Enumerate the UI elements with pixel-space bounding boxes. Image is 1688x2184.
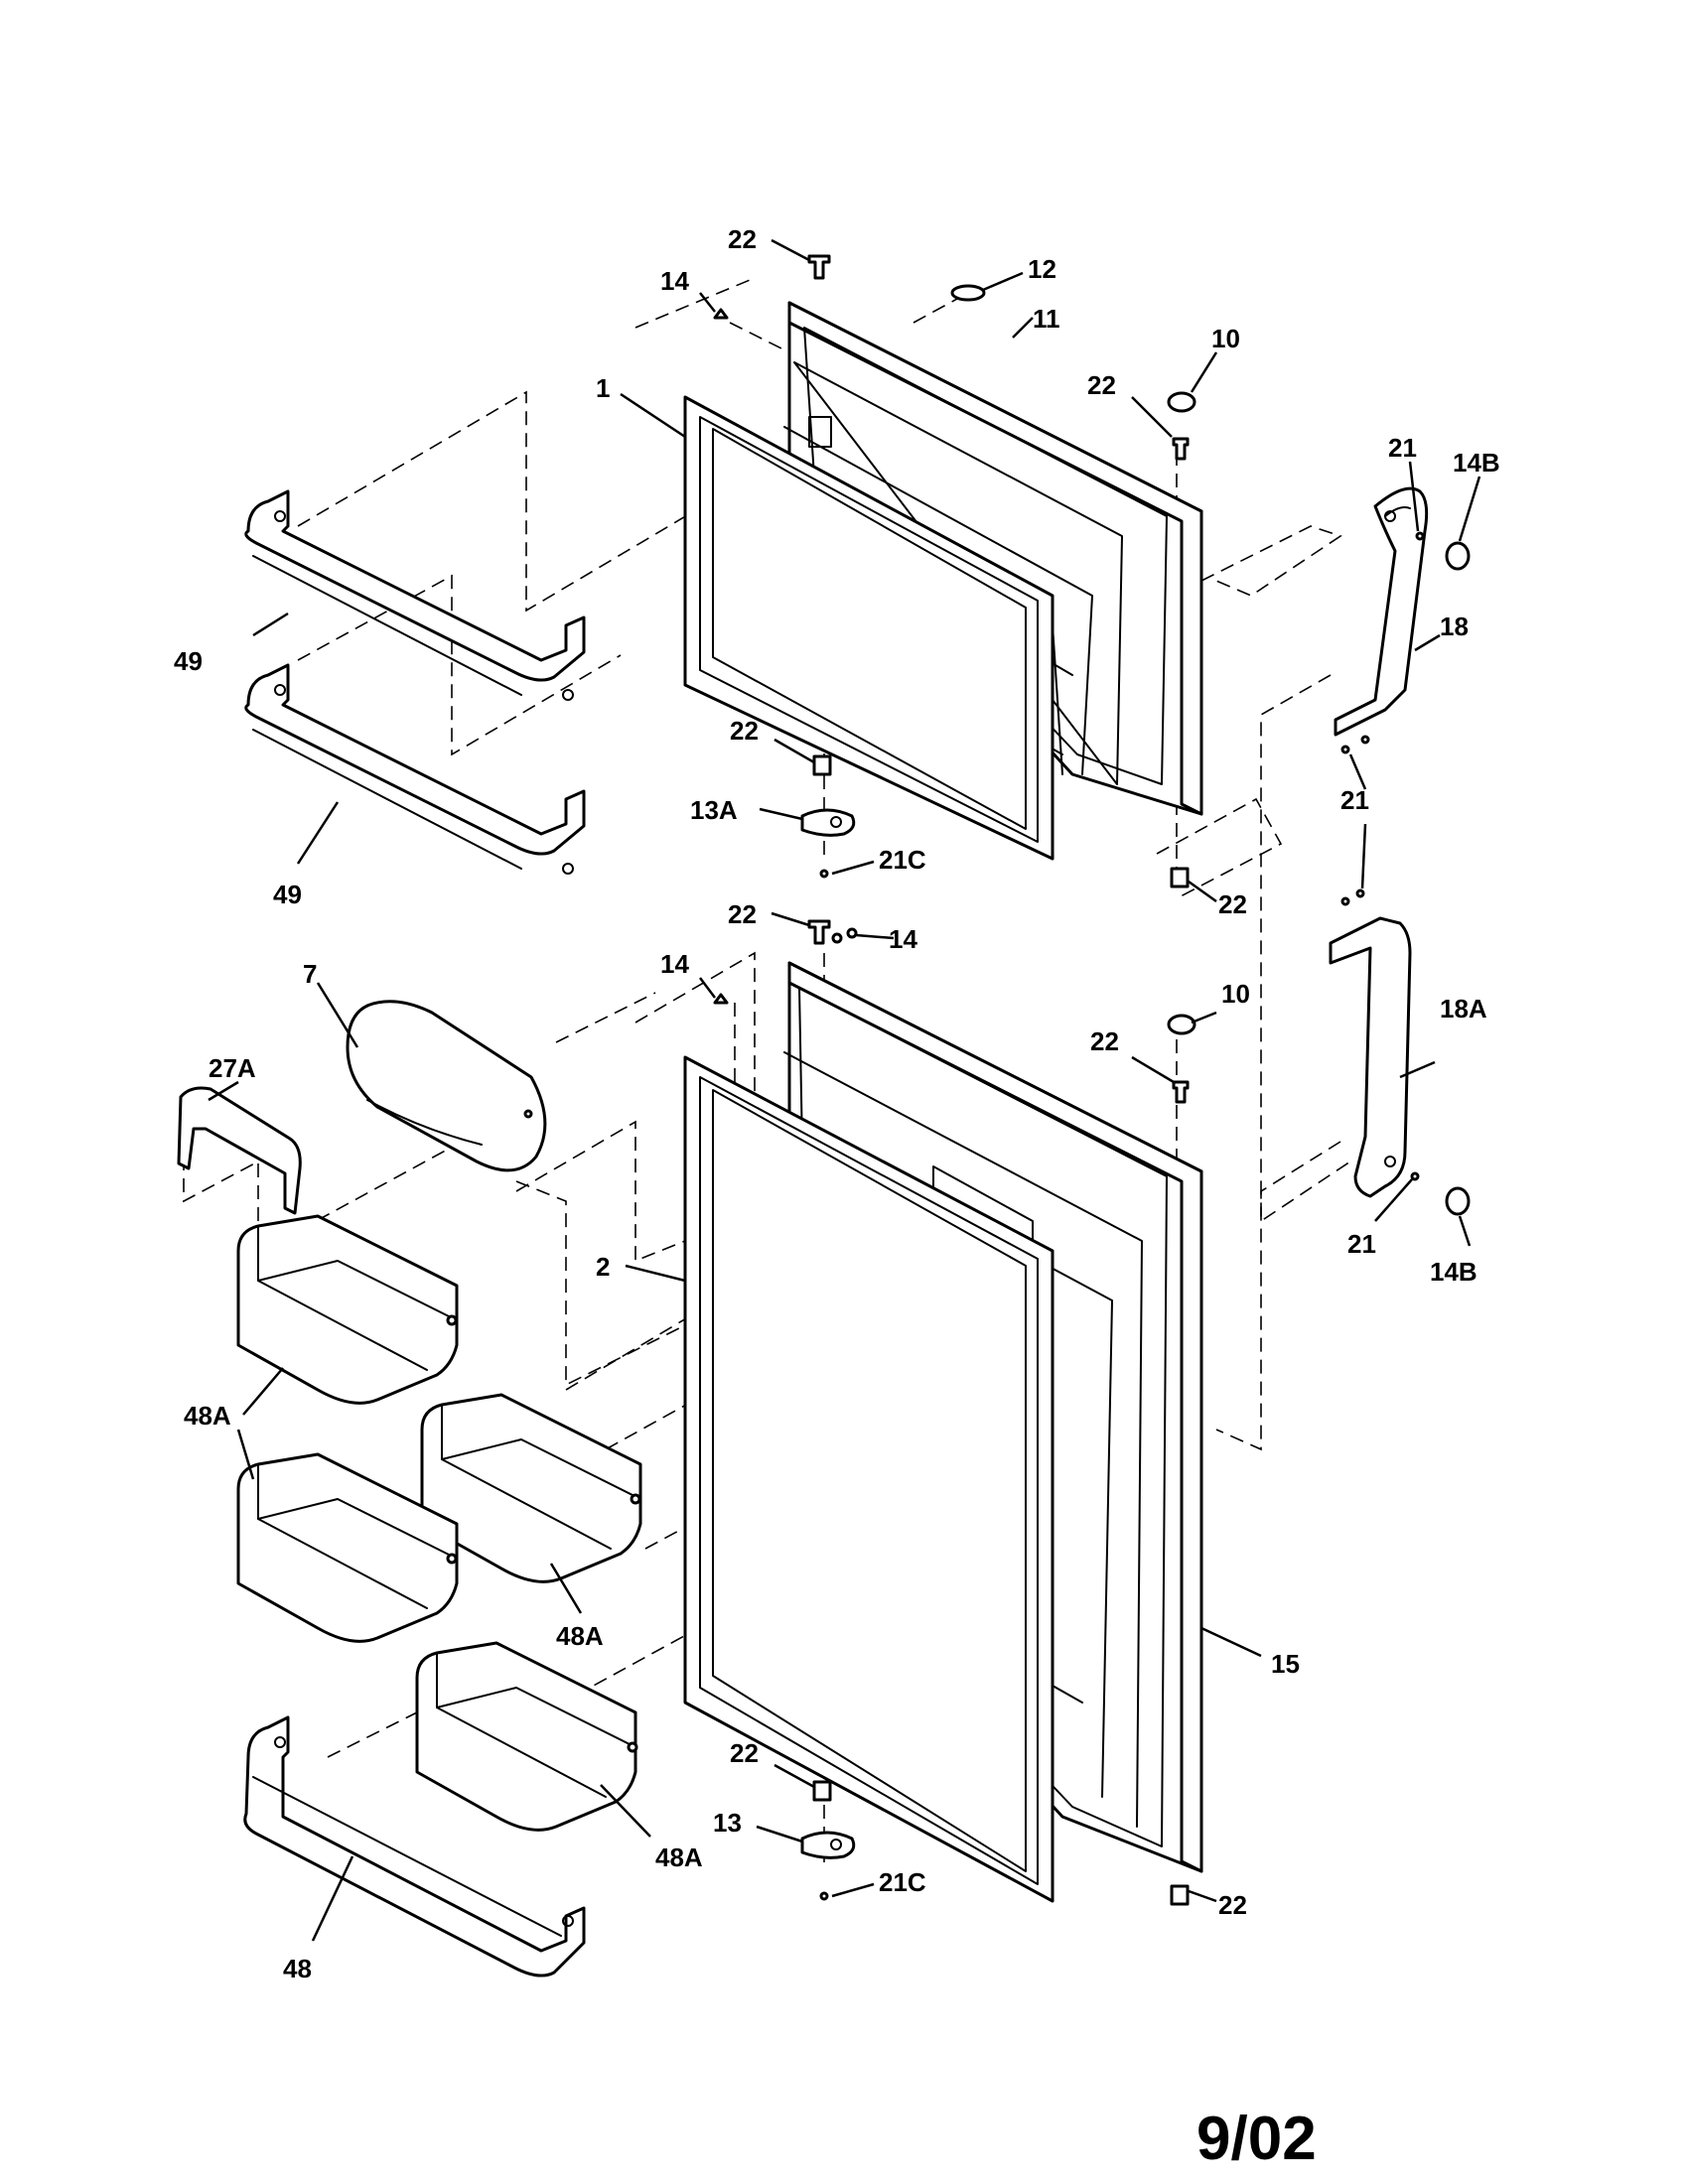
callout-2: 2	[596, 1252, 610, 1282]
bin-48a-4	[415, 1641, 638, 1832]
screw-22-lower-left	[812, 754, 832, 776]
screw-21c-lower	[819, 1891, 829, 1901]
screw-14-b	[846, 927, 858, 939]
cap-10-upper	[1167, 391, 1196, 413]
bin-48	[243, 1715, 586, 1978]
callout-22: 22	[1087, 370, 1116, 400]
bin-48a-2	[420, 1393, 642, 1583]
callout-18a: 18A	[1440, 994, 1487, 1024]
callout-14b: 14B	[1453, 448, 1500, 478]
screw-22-right	[1172, 437, 1190, 461]
screw-22-lower-right-top	[1172, 1080, 1190, 1104]
callout-22: 22	[730, 716, 759, 746]
callout-21c: 21C	[879, 1867, 926, 1897]
callout-13: 13	[713, 1808, 742, 1838]
screw-14-a	[831, 932, 843, 944]
bin-48a-1	[236, 1214, 459, 1405]
screw-22-bottom-right	[1170, 1884, 1190, 1906]
callout-48a: 48A	[184, 1401, 231, 1431]
callout-14: 14	[660, 266, 689, 296]
cap-14b-lower	[1445, 1186, 1471, 1216]
callout-1: 1	[596, 373, 610, 403]
callout-21: 21	[1347, 1229, 1376, 1259]
callout-21: 21	[1340, 785, 1369, 815]
callout-22: 22	[1090, 1026, 1119, 1056]
screw-22-bottom-left	[812, 1780, 832, 1802]
callout-14: 14	[889, 924, 917, 954]
fresh-food-door-gasket-2	[683, 1055, 1055, 1903]
plug-14-lower	[713, 993, 729, 1005]
cap-14b-upper	[1445, 541, 1471, 571]
callout-18: 18	[1440, 612, 1469, 641]
callout-labels: 22 12 14 11 10 22 1 21 14B 18 49 22 13A …	[174, 224, 1500, 1983]
callout-27a: 27A	[209, 1053, 256, 1083]
callout-10: 10	[1221, 979, 1250, 1009]
callout-15: 15	[1271, 1649, 1300, 1679]
callout-21: 21	[1388, 433, 1417, 463]
callout-13a: 13A	[690, 795, 738, 825]
rail-27a	[177, 1086, 302, 1215]
callout-22: 22	[1218, 1890, 1247, 1920]
bin-48a-3	[236, 1452, 459, 1643]
hinge-13	[800, 1831, 856, 1859]
lower-door-hardware	[713, 919, 1196, 1906]
freezer-door-gasket-1	[683, 395, 1055, 861]
plug-12	[950, 284, 986, 302]
screw-21c-upper	[819, 869, 829, 879]
screw-22-lower-right	[1170, 867, 1190, 888]
plug-14-upper	[713, 308, 729, 320]
callout-48: 48	[283, 1954, 312, 1983]
screw-22-top	[807, 254, 831, 280]
callout-12: 12	[1028, 254, 1056, 284]
screw-22-lower-top	[807, 919, 831, 945]
callout-49: 49	[174, 646, 203, 676]
callout-21c: 21C	[879, 845, 926, 875]
callout-11: 11	[1033, 304, 1060, 334]
callout-48a: 48A	[655, 1843, 703, 1872]
callout-14: 14	[660, 949, 689, 979]
hinge-13a	[800, 808, 856, 837]
cap-10-lower	[1167, 1014, 1196, 1035]
leader-lines	[208, 238, 1481, 1942]
callout-48a: 48A	[556, 1621, 604, 1651]
handle-18a	[1329, 888, 1471, 1216]
revision-date: 9/02	[1196, 2105, 1317, 2173]
upper-door-hardware	[713, 254, 1196, 888]
dairy-door-7	[346, 1000, 547, 1172]
shelf-bar-49-lower	[244, 663, 586, 875]
handle-18	[1334, 486, 1471, 754]
callout-22: 22	[730, 1738, 759, 1768]
callout-10: 10	[1211, 324, 1240, 353]
callout-49: 49	[273, 880, 302, 909]
callout-22: 22	[728, 899, 757, 929]
callout-22: 22	[728, 224, 757, 254]
shelf-bar-49-upper	[244, 489, 586, 701]
callout-7: 7	[303, 959, 317, 989]
callout-14b: 14B	[1430, 1257, 1477, 1287]
callout-22: 22	[1218, 889, 1247, 919]
